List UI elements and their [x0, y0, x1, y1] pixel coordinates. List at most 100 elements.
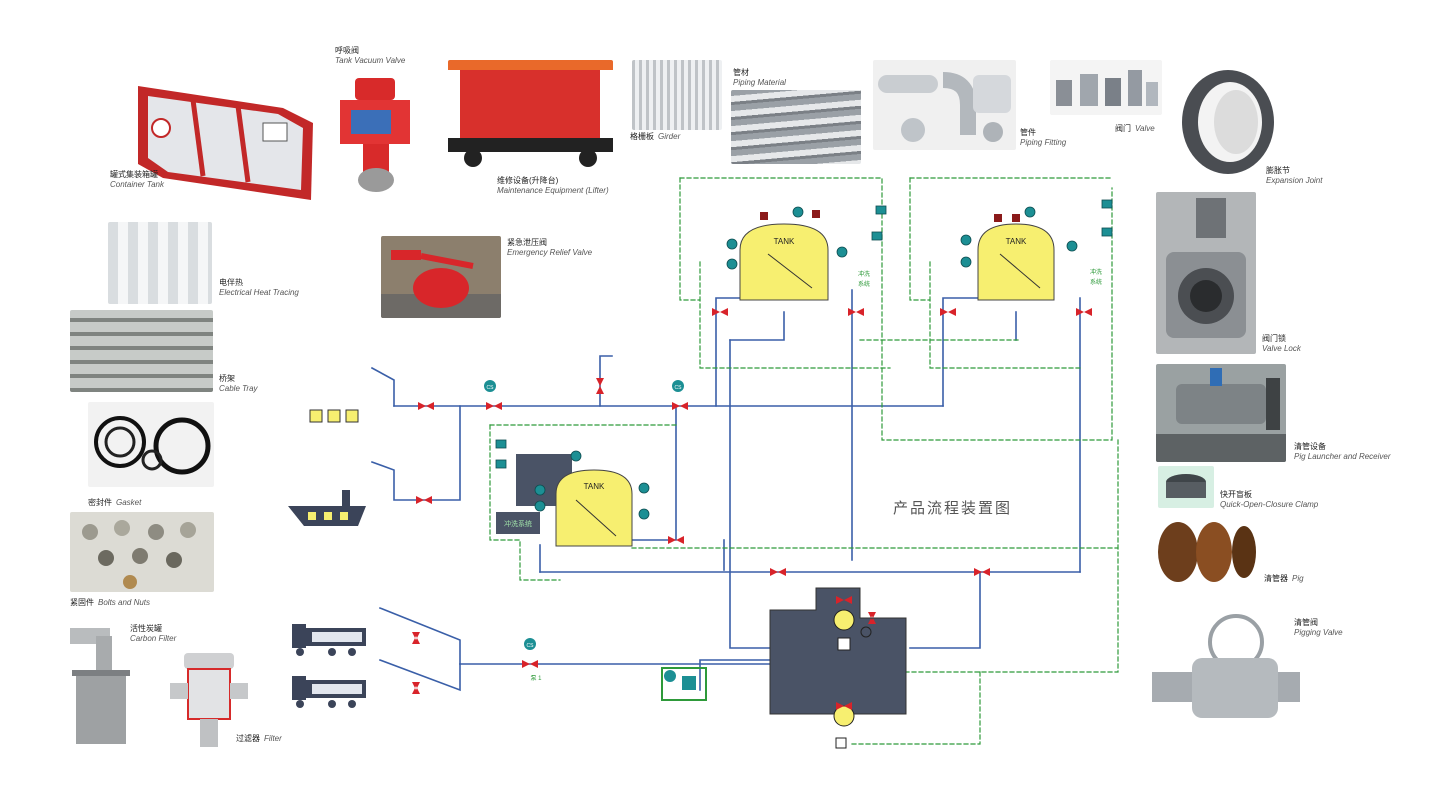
vacuum-valve-photo: [325, 72, 425, 204]
valve-icon: [668, 536, 684, 544]
gauge-icon: [960, 234, 972, 246]
gauge-icon: [836, 246, 848, 258]
side-label: 系统: [858, 280, 870, 288]
maintenance-photo: [448, 60, 613, 170]
valve-icon: [712, 308, 728, 316]
vacuum-valve-illustration: [340, 78, 410, 192]
tank-2: TANK: [977, 214, 1055, 301]
valve-icon: [418, 402, 434, 410]
relief-valve-photo: [381, 236, 501, 318]
gasket-photo: [88, 402, 214, 487]
sensor-icon: [875, 205, 887, 215]
girder-photo: [632, 60, 722, 130]
filter-photo: [170, 645, 250, 751]
cs-tag: [672, 380, 684, 392]
tank-1: TANK: [739, 210, 829, 301]
cable-tray-photo: [70, 310, 213, 392]
cs-tag-text: CS: [675, 385, 683, 391]
cs-tag: [524, 638, 536, 650]
quick-clamp-illustration: [1166, 474, 1206, 498]
container-tank-illustration: [138, 86, 313, 200]
pig-launcher-photo: [1156, 364, 1286, 462]
pump-skid: [661, 667, 707, 701]
truck-2: [292, 676, 366, 708]
maintenance-label: 维修设备(升降台)Maintenance Equipment (Lifter): [497, 176, 609, 195]
container-tank-photo: [133, 78, 320, 206]
valve-icon: [486, 402, 502, 410]
valve-icon: [836, 702, 852, 710]
valve-icon: [412, 682, 420, 694]
flush-system-box: [496, 512, 540, 534]
gauge-icon: [638, 482, 650, 494]
valve-icon: [412, 632, 420, 644]
valve-icon: [672, 402, 688, 410]
valve-icon: [974, 568, 990, 576]
gauge-icon: [1024, 206, 1036, 218]
valve-icon: [848, 308, 864, 316]
valve-icon: [940, 308, 956, 316]
side-label: 系统: [1090, 278, 1102, 286]
cs-tag: [484, 380, 496, 392]
truck-1: [292, 624, 366, 656]
valves-illustration: [1056, 70, 1158, 106]
cs-tag-text: CS: [487, 385, 495, 391]
valve-icon: [836, 596, 852, 604]
diagram-title: 产品流程装置图: [893, 499, 1013, 517]
valves: [412, 308, 1092, 710]
lifter-illustration: [448, 60, 613, 167]
pump-tag: 泵 1: [530, 675, 542, 682]
ship: [288, 490, 366, 526]
quick-clamp-photo: [1158, 466, 1214, 508]
piping-fitting-photo: [873, 60, 1016, 150]
cs-tag-text: CS: [527, 643, 535, 649]
pigging-valve-photo: [1152, 612, 1302, 734]
instruments: [495, 199, 1113, 520]
gauge-icon: [960, 256, 972, 268]
tank-3: TANK 冲洗系统: [496, 454, 633, 547]
gauge-icon: [570, 450, 582, 462]
relief-valve-illustration: [381, 250, 501, 318]
tank-2-instrument: [994, 214, 1002, 222]
carbon-filter-photo: [62, 622, 142, 750]
pig-illustration: [1158, 522, 1256, 582]
gauge-icon: [534, 500, 546, 512]
tank-1-label: TANK: [774, 237, 795, 246]
pig-launcher-illustration: [1156, 368, 1286, 462]
valve-icon: [770, 568, 786, 576]
gauge-icon: [726, 238, 738, 250]
vent-lines: [489, 177, 1119, 745]
flush-system-label: 冲洗系统: [504, 519, 532, 528]
valve-lock-photo: [1156, 192, 1256, 354]
process-pipes: [370, 289, 1081, 692]
valve-icon: [522, 660, 538, 668]
valve-icon: [596, 378, 604, 394]
pig-photo: [1156, 516, 1258, 588]
carbon-filter-illustration: [70, 628, 130, 744]
valve-lock-illustration: [1166, 198, 1246, 338]
gauge-icon: [534, 484, 546, 496]
tank-1-instrument: [760, 212, 768, 220]
side-label: 冲洗: [858, 270, 870, 278]
tank-2-instrument: [1012, 214, 1020, 222]
sensor-icon: [871, 231, 883, 241]
tank-1-instrument: [812, 210, 820, 218]
gauge-icon: [1066, 240, 1078, 252]
pigging-valve-illustration: [1152, 614, 1300, 718]
sensor-icon: [1101, 227, 1113, 237]
